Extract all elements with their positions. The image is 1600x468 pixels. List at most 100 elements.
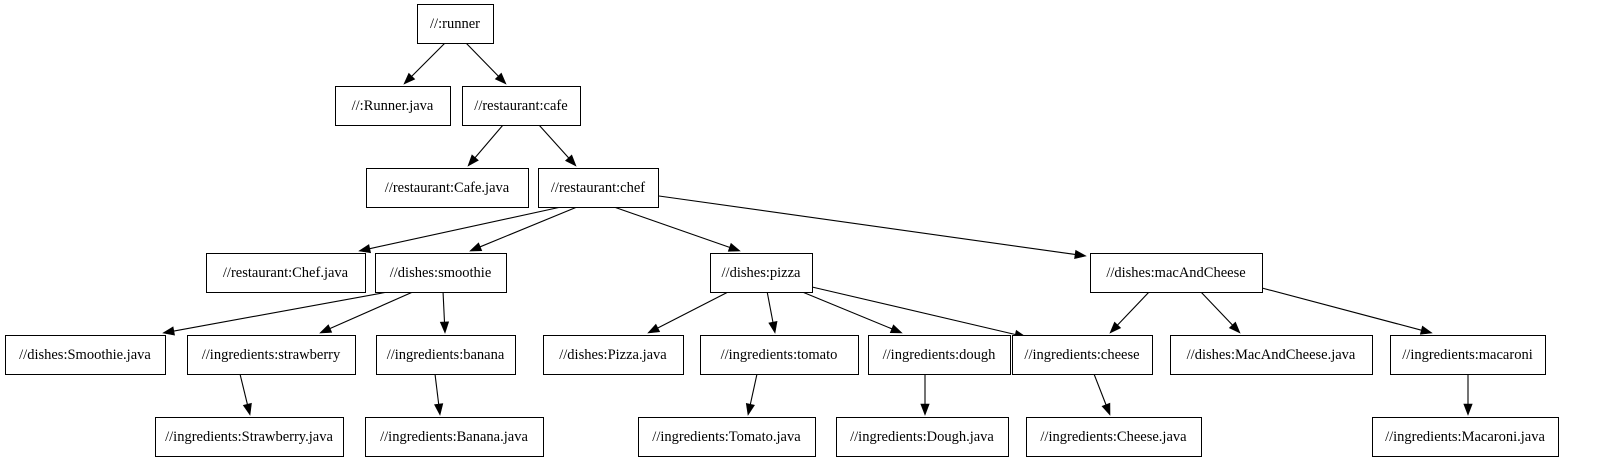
graph-node-macandcheese_java[interactable]: //dishes:MacAndCheese.java (1170, 335, 1373, 375)
node-label-smoothie: //dishes:smoothie (390, 265, 492, 281)
node-label-cafe_java: //restaurant:Cafe.java (385, 180, 510, 196)
node-label-cheese: //ingredients:cheese (1024, 347, 1139, 363)
arrowhead-tomato-to-tomato_java (745, 402, 755, 416)
arrowhead-pizza-to-tomato (768, 321, 778, 334)
node-label-strawberry_java: //ingredients:Strawberry.java (165, 429, 333, 445)
node-label-macaroni_java: //ingredients:Macaroni.java (1385, 429, 1545, 445)
node-label-runner_java: //:Runner.java (352, 98, 434, 114)
graph-node-runner_java[interactable]: //:Runner.java (335, 86, 451, 126)
graph-node-strawberry_java[interactable]: //ingredients:Strawberry.java (155, 417, 344, 457)
node-box-tomato_java (638, 417, 816, 457)
graph-node-cafe_java[interactable]: //restaurant:Cafe.java (366, 168, 529, 208)
graph-node-dough_java[interactable]: //ingredients:Dough.java (836, 417, 1009, 457)
node-label-macandcheese: //dishes:macAndCheese (1106, 265, 1245, 281)
graph-node-pizza[interactable]: //dishes:pizza (710, 253, 813, 293)
node-label-cheese_java: //ingredients:Cheese.java (1040, 429, 1187, 445)
edge-macandcheese-to-cheese (1117, 290, 1151, 326)
edge-chef-to-chef_java (369, 206, 562, 250)
edge-smoothie-to-smoothie_java (173, 290, 394, 332)
node-label-banana_java: //ingredients:Banana.java (380, 429, 528, 445)
node-box-pizza (710, 253, 813, 293)
edge-chef-to-pizza (613, 206, 730, 248)
edge-cheese-to-cheese_java (1093, 373, 1107, 405)
edge-cafe-to-cafe_java (474, 124, 504, 158)
graph-node-banana[interactable]: //ingredients:banana (376, 335, 516, 375)
graph-node-pizza_java[interactable]: //dishes:Pizza.java (543, 335, 684, 375)
edge-cafe-to-chef (538, 124, 570, 159)
arrowhead-smoothie-to-smoothie_java (162, 326, 175, 336)
graph-node-cheese[interactable]: //ingredients:cheese (1012, 335, 1153, 375)
graph-node-smoothie_java[interactable]: //dishes:Smoothie.java (5, 335, 166, 375)
node-box-cheese (1012, 335, 1153, 375)
arrowhead-chef-to-macandcheese (1074, 249, 1087, 260)
graph-node-tomato[interactable]: //ingredients:tomato (700, 335, 859, 375)
node-label-dough: //ingredients:dough (883, 347, 997, 363)
node-box-tomato (700, 335, 859, 375)
arrowhead-macaroni-to-macaroni_java (1463, 403, 1473, 416)
graph-node-macandcheese[interactable]: //dishes:macAndCheese (1090, 253, 1263, 293)
node-box-strawberry (187, 335, 356, 375)
node-box-macaroni (1390, 335, 1546, 375)
node-box-macandcheese_java (1170, 335, 1373, 375)
arrowhead-chef-to-smoothie (469, 242, 483, 252)
arrowhead-pizza-to-pizza_java (647, 323, 661, 334)
node-box-runner (417, 4, 494, 44)
arrowhead-chef-to-pizza (727, 242, 741, 252)
nodes-layer: //:runner //:Runner.java //restaurant:cafe… (5, 4, 1559, 457)
graph-node-smoothie[interactable]: //dishes:smoothie (375, 253, 507, 293)
node-box-cafe_java (366, 168, 529, 208)
edge-banana-to-banana_java (434, 373, 440, 405)
graph-node-chef[interactable]: //restaurant:chef (538, 168, 659, 208)
graph-node-strawberry[interactable]: //ingredients:strawberry (187, 335, 356, 375)
edge-pizza-to-cheese (811, 286, 1016, 336)
arrowhead-pizza-to-dough (889, 324, 903, 334)
node-label-runner: //:runner (430, 16, 480, 32)
node-box-smoothie (375, 253, 507, 293)
node-label-pizza: //dishes:pizza (722, 265, 801, 281)
node-box-banana (376, 335, 516, 375)
graph-node-chef_java[interactable]: //restaurant:Chef.java (206, 253, 366, 293)
graph-node-runner[interactable]: //:runner (417, 4, 494, 44)
arrowhead-cheese-to-cheese_java (1101, 402, 1111, 416)
edges-layer (162, 42, 1473, 416)
arrowhead-macandcheese-to-macaroni (1419, 325, 1433, 335)
edge-chef-to-macandcheese (658, 195, 1076, 256)
node-box-runner_java (335, 86, 451, 126)
node-label-tomato_java: //ingredients:Tomato.java (652, 429, 801, 445)
graph-node-macaroni_java[interactable]: //ingredients:Macaroni.java (1372, 417, 1559, 457)
node-label-chef_java: //restaurant:Chef.java (223, 265, 349, 281)
node-box-strawberry_java (155, 417, 344, 457)
node-box-smoothie_java (5, 335, 166, 375)
node-label-macandcheese_java: //dishes:MacAndCheese.java (1187, 347, 1356, 363)
graph-node-cheese_java[interactable]: //ingredients:Cheese.java (1026, 417, 1202, 457)
node-label-cafe: //restaurant:cafe (474, 98, 567, 114)
arrowhead-chef-to-chef_java (358, 244, 372, 254)
graph-node-dough[interactable]: //ingredients:dough (868, 335, 1011, 375)
edge-tomato-to-tomato_java (749, 373, 758, 405)
node-box-chef_java (206, 253, 366, 293)
node-box-pizza_java (543, 335, 684, 375)
node-label-macaroni: //ingredients:macaroni (1402, 347, 1532, 363)
arrowhead-runner-to-runner_java (403, 72, 416, 85)
node-label-strawberry: //ingredients:strawberry (202, 347, 341, 363)
arrowhead-smoothie-to-strawberry (319, 324, 333, 334)
edge-macandcheese-to-macaroni (1261, 287, 1422, 331)
graph-node-banana_java[interactable]: //ingredients:Banana.java (365, 417, 544, 457)
arrowhead-cafe-to-cafe_java (467, 154, 479, 167)
edge-macandcheese-to-macandcheese_java (1199, 290, 1233, 326)
node-box-cafe (462, 86, 581, 126)
arrowhead-macandcheese-to-macandcheese_java (1228, 321, 1241, 334)
node-label-dough_java: //ingredients:Dough.java (850, 429, 994, 445)
arrowhead-cafe-to-chef (564, 154, 577, 167)
node-box-cheese_java (1026, 417, 1202, 457)
graph-node-tomato_java[interactable]: //ingredients:Tomato.java (638, 417, 816, 457)
node-box-macaroni_java (1372, 417, 1559, 457)
edge-smoothie-to-strawberry (329, 290, 416, 330)
edge-runner-to-runner_java (411, 42, 446, 77)
arrowhead-dough-to-dough_java (920, 403, 930, 416)
graph-node-macaroni[interactable]: //ingredients:macaroni (1390, 335, 1546, 375)
graph-node-cafe[interactable]: //restaurant:cafe (462, 86, 581, 126)
arrowhead-macandcheese-to-cheese (1109, 321, 1122, 334)
node-label-banana: //ingredients:banana (387, 347, 505, 363)
